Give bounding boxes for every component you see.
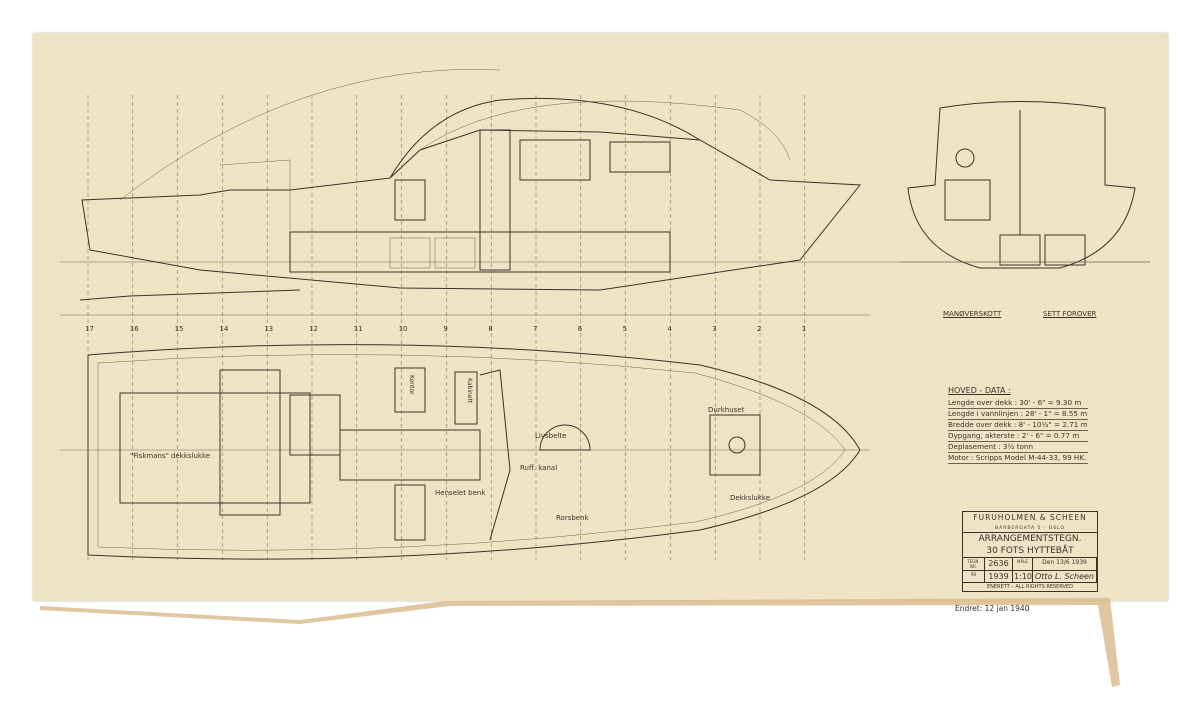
frame-number: 5 (623, 325, 627, 333)
plan-view (60, 344, 870, 560)
frame-number: 1 (802, 325, 806, 333)
drawing-year: 1939 (985, 571, 1013, 583)
profile-view (60, 69, 1150, 316)
rights-note: ENERETT – ALL RIGHTS RESERVED (987, 584, 1073, 590)
firm-name: FURUHOLMEN & SCHEEN (973, 513, 1087, 522)
plan-label: Henselet benk (435, 489, 486, 497)
scale-label: MÅLE (1013, 558, 1033, 571)
main-data-title: HOVED - DATA : (948, 386, 1011, 395)
section-view (900, 101, 1150, 269)
plan-label: Kontor (408, 375, 415, 395)
main-data-table: HOVED - DATA : Lengde over dekk : 30' - … (948, 386, 1088, 464)
frame-number: 17 (85, 325, 94, 333)
title-block-grid: TEGN. NR. 2636 MÅLE Den 13/6 1939 ÅR 193… (963, 558, 1097, 583)
view-label: SETT FOROVER (1043, 310, 1097, 318)
plan-label: Livsbelte (535, 432, 566, 440)
drawing-date: Den 13/6 1939 (1033, 558, 1097, 571)
drawing-number: 2636 (985, 558, 1013, 571)
plan-label: Durkhuset (708, 406, 745, 414)
year-label: ÅR (963, 571, 985, 583)
revision-note: Endret: 12 jan 1940 (955, 604, 1030, 613)
plan-label: Kabinett (466, 378, 473, 404)
main-data-row: Bredde over dekk : 8' - 10½" = 2.71 m (948, 420, 1088, 431)
plan-label: "Fiskmans" dekkslukke (130, 452, 210, 460)
main-data-row: Lengde i vannlinjen : 28' - 1" = 8.55 m (948, 409, 1088, 420)
frame-number: 8 (488, 325, 492, 333)
tape-strip (40, 598, 1120, 687)
frame-number-row: 17 16 15 14 13 12 11 10 9 8 7 6 5 4 3 2 1 (85, 95, 806, 560)
frame-number: 6 (578, 325, 583, 333)
frame-number: 13 (264, 325, 273, 333)
main-data-row: Dypgang, akterste : 2' - 6" = 0.77 m (948, 431, 1088, 442)
main-data-row: Lengde over dekk : 30' - 6" = 9.30 m (948, 398, 1088, 409)
frame-number: 10 (399, 325, 408, 333)
frame-number: 14 (219, 325, 228, 333)
frame-number: 11 (354, 325, 363, 333)
main-data-row: Deplasement : 3½ tonn (948, 442, 1088, 453)
drawing-subtitle: 30 FOTS HYTTEBÅT (963, 545, 1097, 558)
frame-number: 16 (130, 325, 139, 333)
plan-label: Dekkslukke (730, 494, 770, 502)
title-block: FURUHOLMEN & SCHEEN BARBERGATA 5 · OSLO A… (962, 511, 1098, 592)
number-label: TEGN. NR. (963, 558, 985, 571)
frame-number: 12 (309, 325, 318, 333)
frame-number: 9 (443, 325, 447, 333)
firm-address: BARBERGATA 5 · OSLO (995, 526, 1065, 531)
main-data-row: Motor : Scripps Model M-44-33, 99 HK. (948, 453, 1088, 464)
frame-number: 3 (712, 325, 716, 333)
drawing-title: ARRANGEMENTSTEGN. (978, 534, 1082, 544)
blueprint-sheet (33, 33, 1168, 601)
drawing-scale: 1:10 (1013, 571, 1033, 583)
bulkhead-label: MANØVERSKOTT (943, 310, 1002, 318)
plan-label: Ruff. kanal (520, 464, 557, 472)
plan-label: Rorsbenk (556, 514, 590, 522)
frame-number: 4 (667, 325, 672, 333)
signature: Otto L. Scheen (1033, 571, 1097, 583)
firm-row: FURUHOLMEN & SCHEEN BARBERGATA 5 · OSLO (963, 512, 1097, 533)
frame-number: 7 (533, 325, 537, 333)
frame-number: 2 (757, 325, 761, 333)
frame-number: 15 (175, 325, 184, 333)
